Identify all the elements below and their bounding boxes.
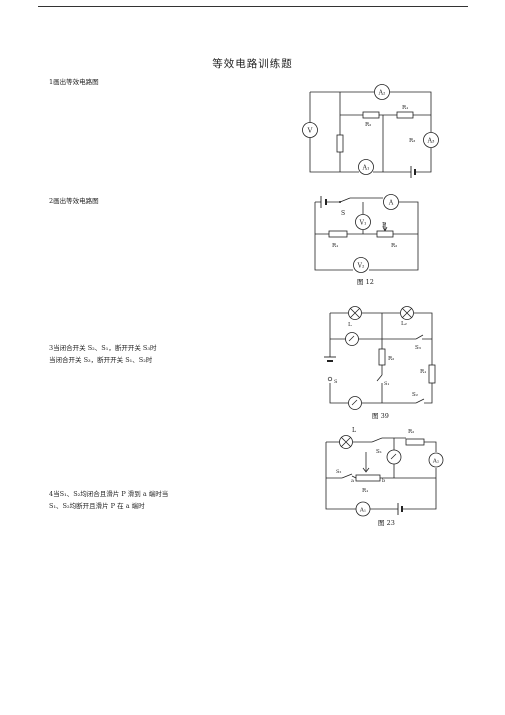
resistor-r1 bbox=[328, 230, 348, 238]
voltmeter-v: V bbox=[386, 449, 402, 469]
lamp-l bbox=[339, 435, 353, 449]
label-a: a bbox=[351, 478, 354, 484]
battery bbox=[397, 503, 403, 515]
label-r1: R₁ bbox=[402, 105, 408, 111]
label-s1: S₁ bbox=[384, 381, 389, 387]
label-r2: R₂ bbox=[408, 429, 414, 435]
label-b: b bbox=[382, 478, 385, 484]
circuit-figure-4: L R₂ S₁ V A₂ S₂ P a b R₁ A₁ 图 23 bbox=[325, 427, 444, 527]
label-r2: R₂ bbox=[391, 243, 397, 249]
label-p: P bbox=[382, 222, 386, 229]
question-2: 2画出等效电路图 bbox=[49, 197, 99, 205]
resistor-r2 bbox=[362, 111, 380, 119]
label-a: A bbox=[388, 200, 394, 207]
label-v: V bbox=[307, 127, 313, 135]
header-rule bbox=[38, 6, 468, 7]
label-r1: R₁ bbox=[332, 243, 338, 249]
label-v1: V₁ bbox=[359, 220, 367, 227]
caption-fig-23: 图 23 bbox=[378, 519, 395, 527]
ammeter-a1: A₁ bbox=[358, 159, 374, 175]
lamp-l bbox=[348, 306, 362, 320]
ammeter-a3: A₃ bbox=[423, 132, 439, 148]
battery bbox=[410, 166, 416, 178]
question-3-line-1: 3当闭合开关 S₂、S₁，断开开关 S₃时 bbox=[49, 344, 157, 352]
page-title: 等效电路训练题 bbox=[212, 58, 293, 70]
label-s: S bbox=[341, 210, 345, 217]
label-s: S bbox=[334, 379, 338, 385]
label-l: L bbox=[348, 322, 352, 328]
label-a3: A₃ bbox=[427, 138, 435, 145]
resistor-r2 bbox=[405, 438, 425, 446]
resistor-r2 bbox=[376, 230, 394, 238]
ammeter-a1: A₁ bbox=[355, 501, 371, 517]
label-l: L bbox=[352, 427, 356, 434]
ammeter-a: A bbox=[383, 194, 399, 210]
question-3-line-2: 当闭合开关 S₃，断开开关 S₁、S₂时 bbox=[49, 356, 153, 364]
ammeter-bottom bbox=[348, 396, 362, 410]
label-p: P bbox=[363, 449, 364, 450]
resistor-r1 bbox=[428, 364, 436, 384]
question-4-line-2: S₁、S₂均断开且滑片 P 在 a 端时 bbox=[49, 502, 145, 510]
label-r1: R₁ bbox=[362, 488, 368, 494]
battery bbox=[320, 196, 327, 208]
resistor-r2 bbox=[378, 348, 386, 366]
question-4-line-1: 4当S₁、S₂均闭合且滑片 P 滑到 a 端时当 bbox=[49, 490, 169, 498]
circuit-figure-2: S A V₁ P R₁ R₂ V₂ 图 12 bbox=[314, 194, 419, 286]
caption-fig-39: 图 39 bbox=[372, 412, 389, 420]
label-a1: A₁ bbox=[359, 508, 366, 514]
label-a2: A₂ bbox=[378, 90, 386, 97]
label-a1: A₁ bbox=[362, 165, 370, 172]
label-l2: L₂ bbox=[401, 321, 407, 327]
battery bbox=[324, 356, 336, 362]
label-s2: S₂ bbox=[412, 392, 418, 398]
voltmeter-left bbox=[345, 332, 359, 346]
label-r1: R₁ bbox=[420, 369, 426, 375]
label-r3: R₃ bbox=[409, 138, 415, 144]
caption-fig-12: 图 12 bbox=[357, 278, 374, 286]
lamp-l2 bbox=[400, 306, 414, 320]
label-r2: R₂ bbox=[365, 122, 371, 128]
label-a2: A₂ bbox=[432, 459, 439, 465]
voltmeter-v: V bbox=[302, 122, 318, 138]
resistor-r1 bbox=[396, 111, 414, 119]
label-s2: S₂ bbox=[336, 469, 341, 475]
label-s1: S₁ bbox=[376, 449, 382, 455]
circuit-figure-1: A₂ R₂ R₁ V R₃ A₃ A₁ bbox=[302, 84, 439, 178]
question-1: 1画出等效电路图 bbox=[49, 78, 99, 86]
ammeter-a2: A₂ bbox=[374, 84, 390, 100]
label-s3: S₃ bbox=[415, 345, 421, 351]
ammeter-a2: A₂ bbox=[428, 452, 444, 468]
label-r2: R₂ bbox=[388, 356, 394, 362]
resistor-r3 bbox=[336, 134, 344, 153]
voltmeter-v2: V₂ bbox=[353, 257, 369, 273]
resistor-r1 bbox=[355, 474, 381, 482]
voltmeter-v1: V₁ bbox=[355, 214, 371, 230]
label-v2: V₂ bbox=[357, 263, 365, 270]
circuit-figure-3: L L₂ S₃ R₂ R₁ S₁ S₂ S 图 39 bbox=[324, 306, 436, 420]
